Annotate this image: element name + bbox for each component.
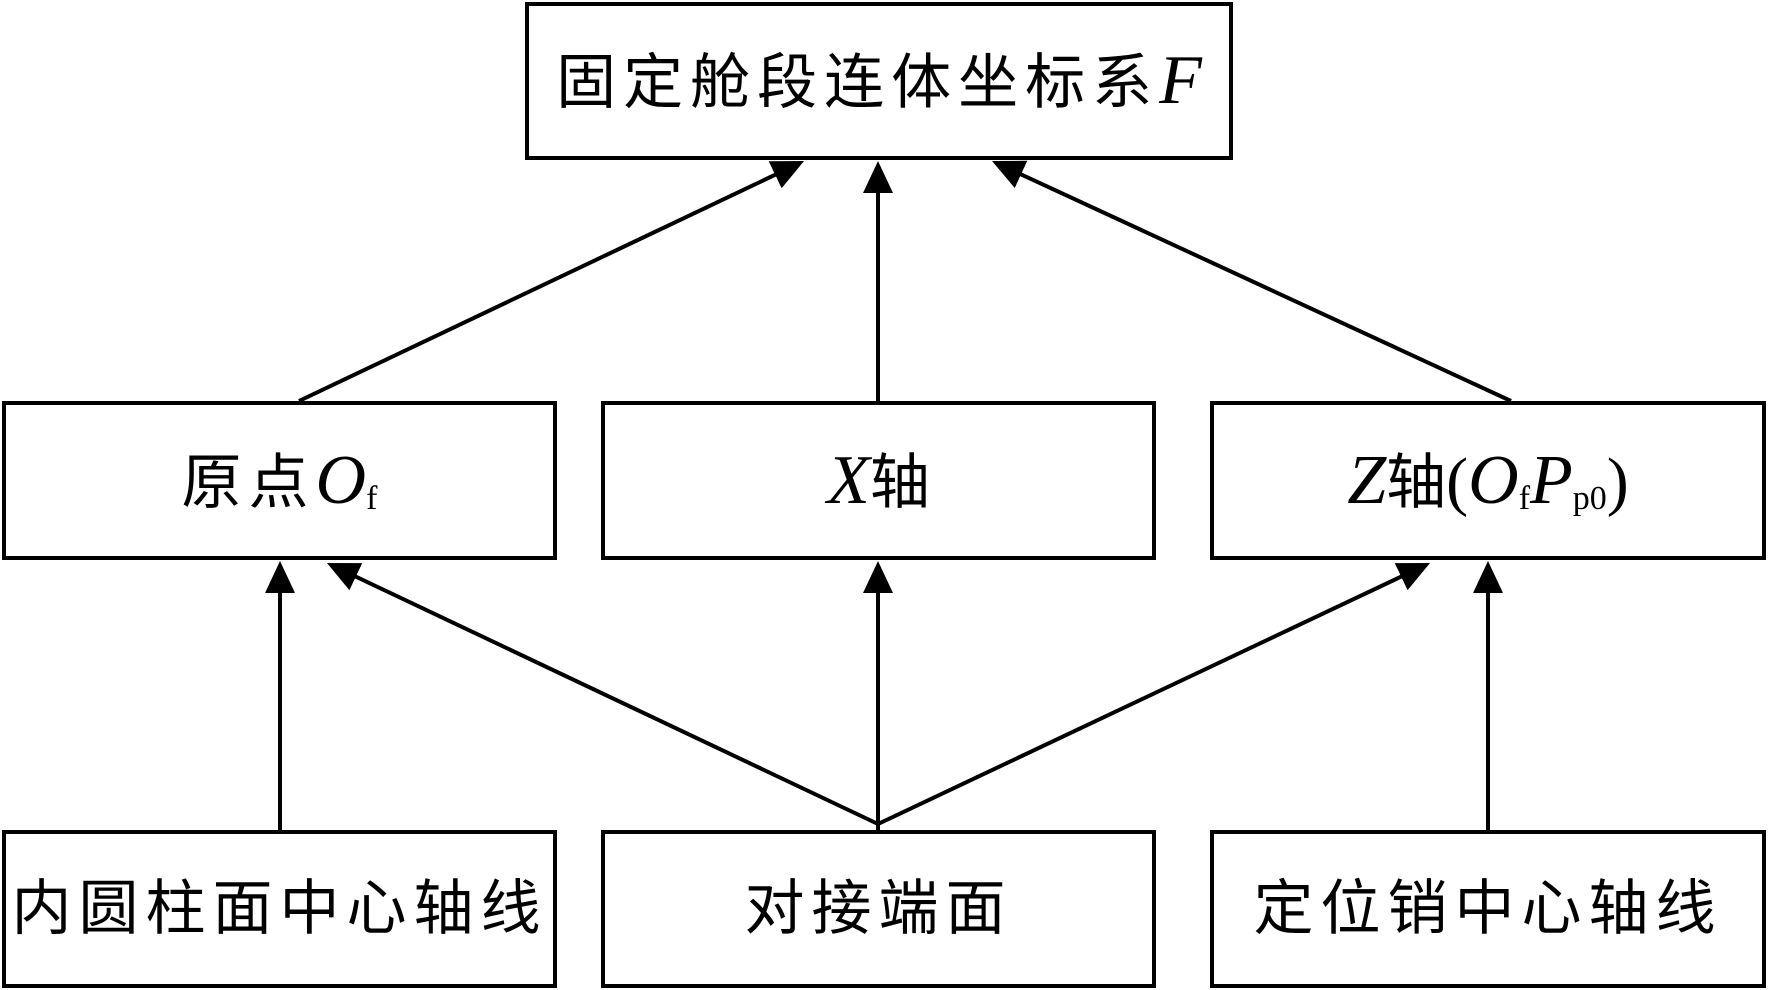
node-label: 轴 [1386,447,1447,518]
node-docking-face: 对接端面 [601,830,1156,988]
node-subscript-1: f [1518,479,1531,517]
node-fixed-cabin-body-frame: 固定舱段连体坐标系F [525,2,1233,160]
node-label: 固定舱段连体坐标系 [556,48,1160,118]
paren-close: ) [1606,444,1629,518]
node-subscript: f [366,479,378,517]
paren-open: ( [1446,444,1469,518]
node-origin-text: 原点Of [181,445,378,518]
node-z-axis-text: Z轴(OfPp0) [1347,444,1629,518]
node-x-axis-text: X轴 [827,445,930,518]
node-label: 轴 [869,447,930,518]
node-symbol: X [827,441,870,519]
node-symbol-2: P [1530,441,1573,519]
node-label: 定位销中心轴线 [1253,874,1723,944]
node-origin: 原点Of [2,401,557,560]
arrow-docking-face-to-z-axis [877,562,1431,826]
node-z-axis: Z轴(OfPp0) [1210,401,1766,560]
node-fixed-cabin-body-frame-text: 固定舱段连体坐标系F [556,46,1202,116]
node-symbol-1: O [1468,441,1519,519]
node-symbol: O [315,441,367,519]
node-label: 原点 [181,447,316,518]
node-inner-cylinder-axis: 内圆柱面中心轴线 [2,830,557,988]
node-symbol: F [1159,42,1202,119]
node-label: 对接端面 [744,874,1013,944]
arrow-docking-face-to-origin [326,562,879,826]
arrow-z-axis-to-frame [992,160,1512,403]
node-subscript-2: p0 [1572,479,1607,517]
node-label: 内圆柱面中心轴线 [11,874,548,944]
arrow-origin-to-frame [298,161,805,403]
node-x-axis: X轴 [601,401,1156,560]
node-symbol: Z [1347,441,1387,519]
node-pin-axis: 定位销中心轴线 [1210,830,1766,988]
